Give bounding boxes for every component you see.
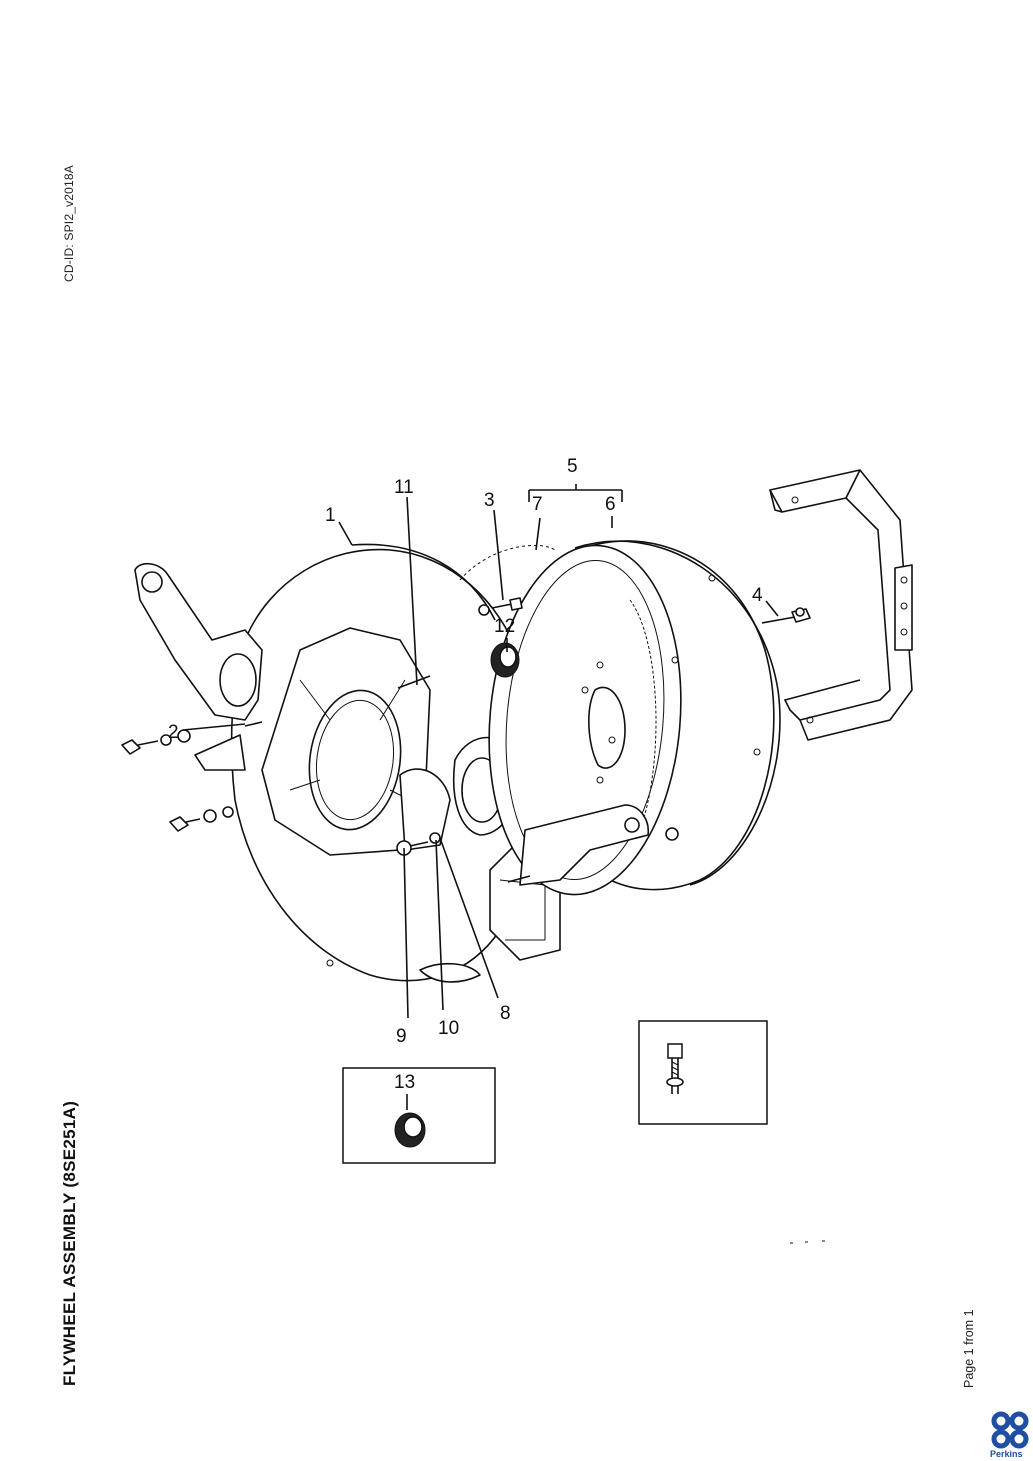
callout-11: 11 — [394, 477, 414, 498]
callout-1: 1 — [325, 505, 336, 526]
callout-8: 8 — [500, 1003, 511, 1024]
callout-4: 4 — [752, 585, 763, 606]
lifting-bracket — [769, 469, 913, 741]
callout-6: 6 — [605, 494, 616, 515]
bracket-bolt — [761, 607, 811, 624]
callout-10: 10 — [438, 1018, 459, 1039]
callout-9: 9 — [396, 1026, 407, 1047]
perkins-logo-icon — [991, 1411, 1029, 1449]
dowel-pin — [397, 675, 431, 689]
callout-13: 13 — [394, 1072, 415, 1093]
left-mounting-bracket — [134, 562, 263, 771]
left-bolts-washers — [121, 721, 263, 832]
callout-numbers: 1 2 3 4 5 6 7 8 9 10 11 12 — [168, 456, 763, 1047]
leader-lines — [182, 484, 779, 1019]
inset-bolt — [638, 1020, 768, 1125]
callout-5: 5 — [567, 456, 578, 477]
bolt-and-seal — [478, 597, 523, 678]
callout-3: 3 — [484, 490, 495, 511]
perkins-logo-text: Perkins — [990, 1449, 1023, 1459]
stray-marks — [790, 1240, 825, 1244]
callout-7: 7 — [532, 494, 543, 515]
callout-2: 2 — [168, 722, 179, 743]
inset-seal-13: 13 — [342, 1067, 496, 1164]
lower-support-bracket — [507, 804, 679, 886]
callout-12: 12 — [494, 616, 515, 637]
